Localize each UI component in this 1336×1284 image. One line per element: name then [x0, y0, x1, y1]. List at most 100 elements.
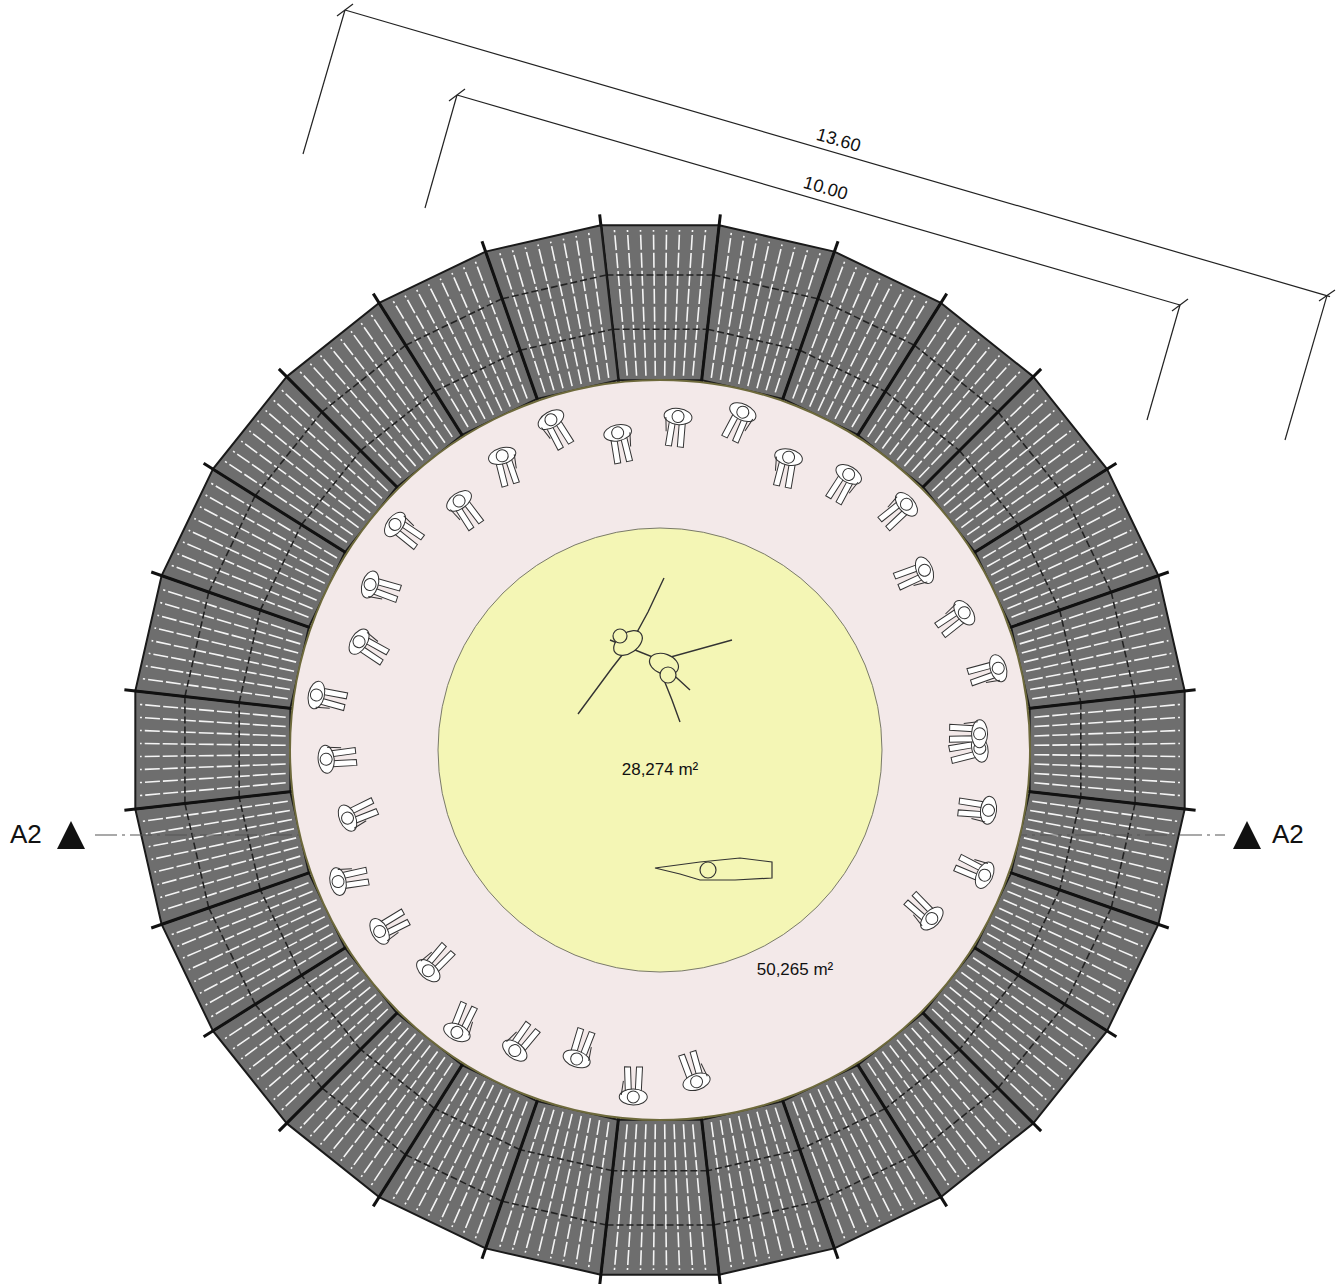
- bench-slat: [665, 230, 667, 376]
- bench-slat: [938, 400, 1046, 498]
- dimension-lines: [303, 4, 1335, 440]
- bench-slat: [890, 339, 979, 454]
- person-head: [420, 962, 437, 979]
- bench-slat: [140, 764, 286, 769]
- bench-beam: [1111, 592, 1135, 696]
- seated-person: [948, 733, 991, 768]
- person-body: [916, 903, 947, 934]
- bench-beam: [1065, 908, 1111, 1004]
- bench-beam: [914, 345, 998, 412]
- person-leg: [878, 501, 908, 530]
- person-body: [833, 460, 865, 488]
- person-body: [619, 1089, 647, 1105]
- person-leg: [546, 420, 574, 450]
- bench-slat: [331, 347, 423, 460]
- bench-slat: [1026, 641, 1168, 672]
- bench-beam: [998, 1004, 1065, 1088]
- bench-slat: [1034, 773, 1180, 782]
- extension-line: [303, 10, 345, 154]
- person-body: [345, 626, 373, 658]
- bench-slat: [576, 1120, 600, 1264]
- bench-slat: [818, 1089, 880, 1221]
- bench-beam: [606, 1224, 713, 1226]
- bench-slat: [257, 987, 370, 1079]
- bench-post: [124, 791, 296, 810]
- bench-slat: [1028, 653, 1171, 680]
- seated-person: [335, 793, 381, 834]
- seated-person: [443, 486, 488, 533]
- circle-fill: [290, 380, 1030, 1120]
- bench-slat: [1034, 755, 1180, 757]
- person-head: [735, 404, 751, 420]
- bench-beam: [184, 696, 186, 803]
- bench-post: [124, 690, 296, 709]
- person-head: [991, 661, 1006, 676]
- bench-beam: [1111, 804, 1135, 908]
- dimension-tick: [1172, 299, 1188, 311]
- bench-beam: [239, 797, 260, 889]
- person-leg: [935, 609, 965, 638]
- bench-slat: [241, 441, 358, 528]
- person-leg: [359, 637, 389, 665]
- bench-slat: [653, 230, 655, 376]
- person-arm: [316, 705, 330, 710]
- person-arm: [628, 432, 633, 446]
- bench-slat: [1034, 730, 1180, 735]
- person-head: [917, 562, 933, 578]
- bench-slat: [1018, 590, 1157, 635]
- seated-person: [619, 1067, 647, 1105]
- circle-fill: [438, 528, 882, 972]
- bench-beam: [301, 451, 360, 525]
- person-head: [451, 493, 468, 510]
- seated-person: [486, 444, 524, 488]
- bench-beam: [361, 391, 435, 450]
- bench-slat: [274, 1002, 382, 1100]
- bench-slat: [157, 615, 298, 653]
- bench-slat: [683, 1124, 692, 1270]
- bench-beam: [1134, 696, 1136, 803]
- bench-slat: [1034, 717, 1180, 726]
- person-body: [441, 1019, 473, 1045]
- person-arm: [849, 481, 858, 494]
- person-body: [443, 486, 475, 515]
- seated-person: [821, 460, 864, 507]
- person-leg: [380, 909, 410, 936]
- person-arm: [506, 1031, 516, 1043]
- lying-person-head: [700, 862, 716, 878]
- bench-beam: [800, 350, 885, 391]
- bench-beam: [435, 350, 520, 391]
- person-arm: [621, 1081, 623, 1095]
- person-arm: [944, 604, 957, 614]
- bench-segment: [1024, 690, 1196, 809]
- area-label: 50,265 m²: [757, 960, 834, 980]
- bench-slat: [757, 247, 795, 388]
- person-arm: [327, 746, 341, 749]
- bench-slat: [720, 1120, 744, 1264]
- person-body: [971, 720, 987, 748]
- person-body: [561, 1047, 593, 1071]
- bench-slat: [249, 431, 364, 520]
- person-head: [387, 516, 404, 533]
- person-arm: [986, 678, 1000, 684]
- bench-beam: [260, 890, 301, 975]
- seated-person: [413, 939, 459, 986]
- bench-beam: [818, 1155, 914, 1201]
- bench-post: [151, 871, 314, 928]
- bench-slat: [525, 1112, 563, 1253]
- bench-slat: [720, 236, 744, 380]
- bench-post: [919, 1009, 1041, 1131]
- bench-slat: [882, 331, 969, 448]
- person-body: [663, 407, 693, 426]
- person-body: [773, 446, 804, 467]
- person-head: [611, 426, 625, 440]
- person-head: [449, 1024, 465, 1040]
- bench-slat: [146, 810, 290, 834]
- bench-slat: [1011, 883, 1148, 935]
- person-body: [727, 399, 759, 425]
- person-head: [320, 753, 333, 766]
- person-body: [979, 795, 998, 825]
- bench-beam: [238, 703, 240, 798]
- bench-slat: [149, 820, 292, 847]
- section-label: A2: [10, 820, 42, 850]
- person-leg: [451, 1001, 477, 1030]
